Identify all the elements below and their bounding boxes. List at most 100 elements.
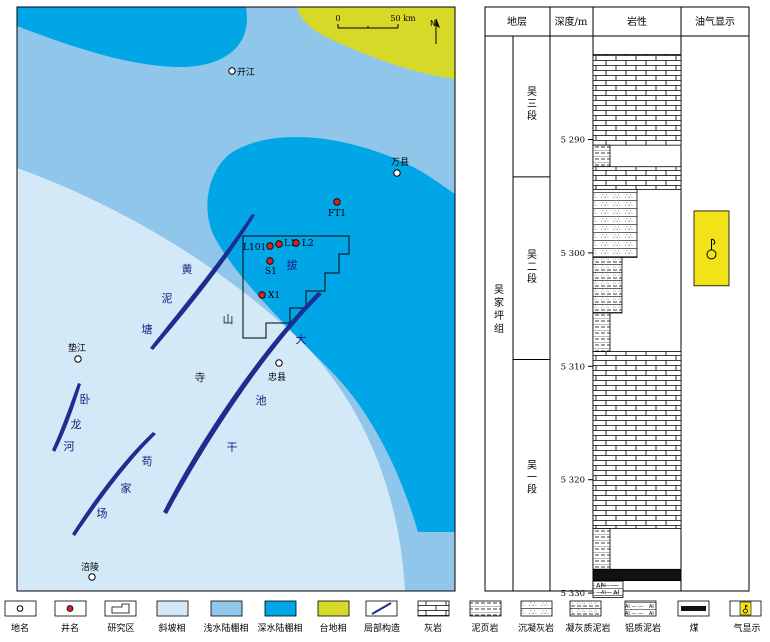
well-label: L101 (243, 243, 266, 253)
lithology-bed-mud-shale (592, 312, 611, 352)
legend-item-slope: 斜坡相 (156, 600, 189, 634)
lithology-bed-mud-shale (592, 144, 611, 168)
local-structures (52, 214, 322, 536)
structure-char: 龙 (71, 418, 82, 431)
limestone-swatch (417, 600, 450, 617)
depth-tick-label: 5 330 (561, 589, 585, 599)
scale-end: 50 km (390, 14, 416, 23)
formation-name: 吴家坪组 (494, 284, 504, 335)
depth-tick-label: 5 290 (561, 136, 585, 146)
platform-area (297, 7, 455, 79)
lithology-bed-tuffaceous-limestone (592, 188, 638, 258)
well-marker (292, 239, 300, 247)
place-marker (74, 355, 82, 363)
structure-line-huangnitang (150, 214, 255, 350)
member-label: 吴一段 (527, 460, 537, 496)
structure-char: 寺 (195, 371, 206, 384)
legend-label: 铝质泥岩 (625, 622, 661, 634)
scale-zero: 0 (335, 14, 340, 23)
well-marker (275, 240, 283, 248)
structure-line-wolonghe (52, 383, 81, 452)
well-label: FT1 (328, 209, 346, 219)
place-label: 垫江 (68, 342, 86, 354)
structure-char: 场 (97, 506, 108, 520)
lithology-bed-tuffaceous-mudstone (592, 257, 623, 314)
structure-char: 黄 (182, 262, 193, 276)
structure-char: 卧 (80, 393, 91, 406)
legend-label: 局部构造 (364, 622, 400, 634)
structure-labels: 黄 泥 塘 寺 山 大 池 干 卧 龙 河 苟 家 场 拔 (64, 258, 307, 520)
header-depth: 深度/m (555, 15, 588, 28)
lithology-bed-limestone (592, 351, 682, 529)
legend-item-local-structure: 局部构造 (364, 600, 400, 634)
structure-char: 塘 (142, 322, 153, 336)
tuffaceous-limestone-swatch (520, 600, 553, 617)
structure-line-goujiachang (72, 432, 156, 536)
study-area-outline (242, 235, 350, 339)
paleogeography-map: 0 50 km N 黄 泥 塘 寺 山 大 池 干 卧 龙 河 (16, 6, 456, 592)
deep-shelf-area-north (17, 7, 247, 68)
place-label: 万县 (391, 157, 409, 168)
well-label: L1 (284, 239, 296, 249)
structure-line-datong (163, 292, 322, 514)
legend-item-study-area: 研究区 (104, 600, 137, 634)
structure-char: 大 (296, 332, 307, 346)
place-marker (393, 169, 401, 177)
legend-label: 斜坡相 (158, 622, 185, 634)
place-label: 开江 (237, 67, 255, 78)
legend-label: 地名 (11, 622, 29, 634)
place-marker (275, 359, 283, 367)
legend-label: 灰岩 (424, 622, 442, 634)
structure-char: 山 (223, 313, 234, 326)
lithology-bed-limestone (592, 54, 682, 146)
place-marker (88, 573, 96, 581)
structure-char: 干 (227, 441, 238, 454)
header-formation: 地层 (507, 15, 527, 28)
member-label: 吴三段 (527, 86, 537, 122)
well-marker (266, 242, 274, 250)
place-label: 忠县 (268, 372, 286, 383)
well-marker (258, 291, 266, 299)
structure-char: 家 (121, 481, 132, 495)
wells: FT1 L101 L1 L2 S1 X1 (243, 198, 346, 301)
legend-label: 研究区 (107, 622, 134, 634)
legend-item-bauxitic-mudstone: 铝质泥岩 (624, 600, 661, 634)
well-marker-icon (66, 605, 74, 612)
legend-label: 浅水陆棚相 (203, 622, 248, 634)
lithology-bed-bauxitic-mudstone (592, 580, 624, 599)
header-lithology: 岩性 (627, 15, 647, 28)
north-arrow-icon: N (430, 18, 441, 44)
lithology-bed-limestone (592, 166, 682, 190)
structure-line-icon (371, 602, 392, 615)
slope-area (17, 168, 405, 591)
well-label: L2 (302, 239, 314, 249)
tuffaceous-mudstone-swatch (569, 600, 602, 617)
legend-label: 凝灰质泥岩 (565, 622, 610, 634)
legend-label: 煤 (689, 622, 698, 634)
structure-char: 苟 (142, 454, 153, 468)
legend-item-shallow-shelf: 浅水陆棚相 (203, 600, 249, 634)
legend-item-tuffaceous-limestone: 沉凝灰岩 (518, 600, 554, 634)
gas-show-icon (706, 238, 717, 260)
map-frame (16, 6, 456, 592)
legend-label: 气显示 (733, 622, 760, 634)
depth-tick-label: 5 300 (561, 249, 585, 259)
well-label: S1 (265, 267, 277, 277)
bauxite-label: Al— — (596, 582, 618, 590)
legend-item-limestone: 灰岩 (417, 600, 450, 634)
legend-item-well: 井名 (54, 600, 87, 634)
gas-show-column (693, 210, 730, 287)
structure-char: 池 (256, 394, 267, 407)
study-area-icon (111, 603, 130, 614)
place-label: 涪陵 (81, 561, 99, 573)
depth-tick-label: 5 310 (561, 362, 585, 372)
legend-label: 台地相 (319, 622, 346, 634)
place-marker-icon (16, 605, 24, 612)
lithology-column: Al— —— — Al (592, 54, 682, 599)
structure-char: 泥 (162, 292, 173, 305)
scale-bar: 0 50 km (335, 14, 416, 29)
mud-shale-swatch (469, 600, 502, 617)
